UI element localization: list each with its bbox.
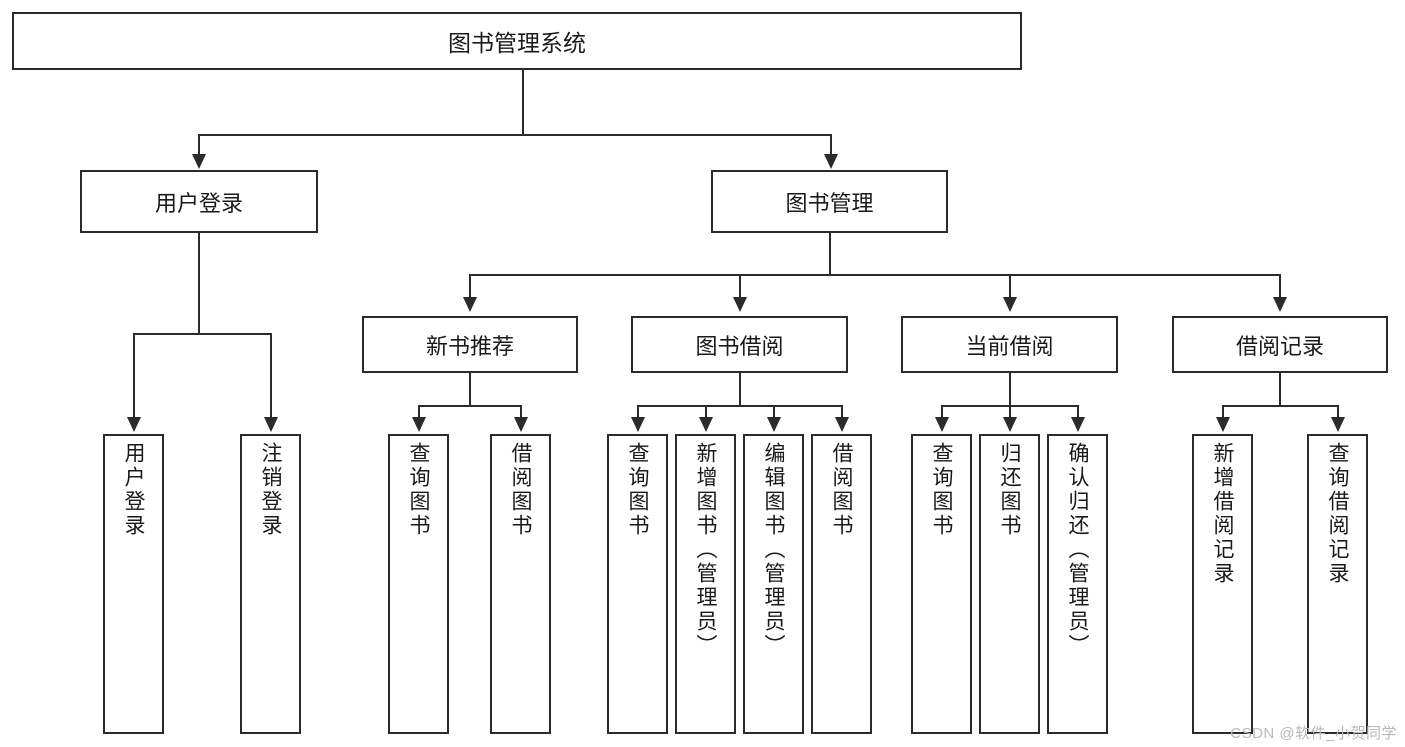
connector-root-to-user-login (198, 134, 200, 156)
leaf-label: 编辑图书（管理员） (762, 442, 785, 658)
leaf-confirm-return-admin[interactable]: 确认归还（管理员） (1047, 434, 1108, 734)
connector-bookborrow-leaf-4 (841, 405, 843, 418)
arrowhead-bm-to-current-borrow (1003, 297, 1017, 312)
arrowhead-bm-to-borrow-record (1273, 297, 1287, 312)
connector-bm-to-book-borrow (739, 274, 741, 298)
leaf-add-borrow-record[interactable]: 新增借阅记录 (1192, 434, 1253, 734)
leaf-label: 用户登录 (122, 442, 145, 538)
connector-user-login-to-leaf-1 (133, 333, 135, 418)
connector-user-login-bus (133, 333, 270, 335)
leaf-label: 查询图书 (930, 442, 953, 538)
leaf-edit-book-admin[interactable]: 编辑图书（管理员） (743, 434, 804, 734)
node-borrow-record[interactable]: 借阅记录 (1172, 316, 1388, 373)
connector-currentborrow-leaf-2 (1009, 405, 1011, 418)
connector-book-management-stem (829, 233, 831, 275)
leaf-label: 查询图书 (407, 442, 430, 538)
node-current-borrow[interactable]: 当前借阅 (901, 316, 1118, 373)
arrowhead-bookborrow-leaf-4 (835, 417, 849, 432)
watermark-text: CSDN @软件_小贺同学 (1230, 725, 1397, 742)
arrowhead-user-login-leaf-2 (264, 417, 278, 432)
connector-bm-to-borrow-record (1279, 274, 1281, 298)
leaf-label: 确认归还（管理员） (1066, 442, 1089, 658)
node-new-book-recommendation[interactable]: 新书推荐 (362, 316, 578, 373)
connector-newbook-leaf-1 (418, 405, 420, 418)
connector-book-borrow-bus (637, 405, 841, 407)
connector-root-to-book-management (830, 134, 832, 156)
arrowhead-currentborrow-leaf-1 (935, 417, 949, 432)
connector-bookborrow-leaf-3 (773, 405, 775, 418)
arrowhead-newbook-leaf-2 (514, 417, 528, 432)
connector-root-bus (198, 134, 832, 136)
leaf-return-book[interactable]: 归还图书 (979, 434, 1040, 734)
leaf-add-book-admin[interactable]: 新增图书（管理员） (675, 434, 736, 734)
arrowhead-user-login-leaf-1 (127, 417, 141, 432)
arrowhead-borrowrecord-leaf-1 (1216, 417, 1230, 432)
arrowhead-bm-to-new-book (463, 297, 477, 312)
node-label: 用户登录 (154, 190, 243, 216)
connector-borrowrecord-leaf-2 (1337, 405, 1339, 418)
connector-new-book-stem (469, 373, 471, 406)
leaf-label: 查询借阅记录 (1326, 442, 1349, 586)
connector-book-borrow-stem (739, 373, 741, 406)
connector-borrow-record-stem (1279, 373, 1281, 406)
connector-borrow-record-bus (1222, 405, 1338, 407)
arrowhead-currentborrow-leaf-3 (1071, 417, 1085, 432)
leaf-label: 查询图书 (626, 442, 649, 538)
leaf-borrow-book[interactable]: 借阅图书 (811, 434, 872, 734)
arrowhead-currentborrow-leaf-2 (1003, 417, 1017, 432)
node-label: 新书推荐 (425, 333, 514, 359)
node-label: 图书管理 (785, 190, 874, 216)
connector-borrowrecord-leaf-1 (1222, 405, 1224, 418)
leaf-label: 新增图书（管理员） (694, 442, 717, 658)
leaf-query-book-current[interactable]: 查询图书 (911, 434, 972, 734)
leaf-query-borrow-record[interactable]: 查询借阅记录 (1307, 434, 1368, 734)
leaf-logout[interactable]: 注销登录 (240, 434, 301, 734)
leaf-query-book-borrow[interactable]: 查询图书 (607, 434, 668, 734)
leaf-label: 注销登录 (259, 442, 282, 538)
connector-book-management-bus (469, 274, 1281, 276)
leaf-query-book-new[interactable]: 查询图书 (388, 434, 449, 734)
leaf-borrow-book-new[interactable]: 借阅图书 (490, 434, 551, 734)
arrowhead-bookborrow-leaf-1 (631, 417, 645, 432)
leaf-label: 归还图书 (998, 442, 1021, 538)
node-label: 图书借阅 (695, 333, 784, 359)
arrowhead-root-to-book-management (824, 154, 838, 169)
connector-currentborrow-leaf-1 (941, 405, 943, 418)
node-label: 借阅记录 (1235, 333, 1324, 359)
node-user-login[interactable]: 用户登录 (80, 170, 318, 233)
leaf-label: 新增借阅记录 (1211, 442, 1234, 586)
leaf-label: 借阅图书 (830, 442, 853, 538)
node-label: 图书管理系统 (448, 30, 586, 56)
arrowhead-borrowrecord-leaf-2 (1331, 417, 1345, 432)
leaf-label: 借阅图书 (509, 442, 532, 538)
arrowhead-root-to-user-login (192, 154, 206, 169)
connector-currentborrow-leaf-3 (1077, 405, 1079, 418)
connector-bookborrow-leaf-1 (637, 405, 639, 418)
arrowhead-bookborrow-leaf-3 (767, 417, 781, 432)
connector-new-book-bus (418, 405, 521, 407)
connector-bookborrow-leaf-2 (705, 405, 707, 418)
connector-bm-to-new-book (469, 274, 471, 298)
leaf-user-login[interactable]: 用户登录 (103, 434, 164, 734)
node-root-book-management-system[interactable]: 图书管理系统 (12, 12, 1022, 70)
connector-user-login-to-leaf-2 (270, 333, 272, 418)
arrowhead-newbook-leaf-1 (412, 417, 426, 432)
connector-bm-to-current-borrow (1009, 274, 1011, 298)
node-label: 当前借阅 (965, 333, 1054, 359)
connector-root-stem (522, 70, 524, 135)
connector-current-borrow-stem (1009, 373, 1011, 406)
connector-newbook-leaf-2 (520, 405, 522, 418)
arrowhead-bookborrow-leaf-2 (699, 417, 713, 432)
node-book-management[interactable]: 图书管理 (711, 170, 948, 233)
node-book-borrow[interactable]: 图书借阅 (631, 316, 848, 373)
arrowhead-bm-to-book-borrow (733, 297, 747, 312)
connector-user-login-stem (198, 233, 200, 334)
